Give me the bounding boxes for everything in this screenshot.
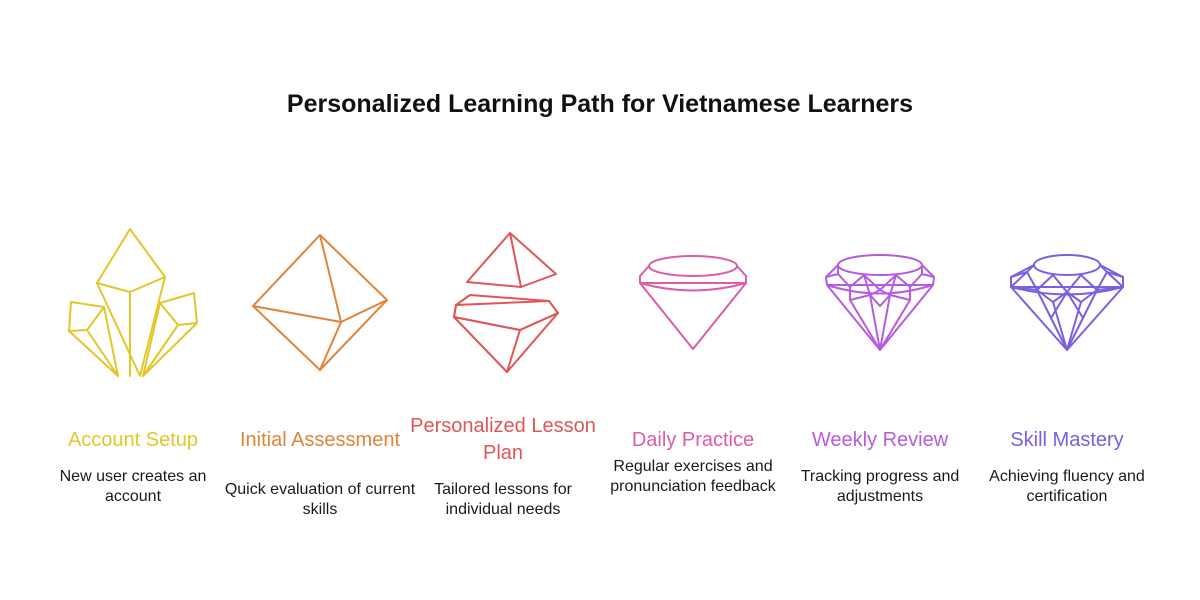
step-label: Personalized Lesson Plan (410, 415, 596, 464)
step-account-setup: Account Setup New user creates an accoun… (33, 200, 233, 540)
step-label: Skill Mastery (1010, 428, 1124, 451)
raw-gem-icon (252, 234, 388, 371)
faceted-gem-icon (825, 254, 935, 351)
step-description: Tracking progress and adjustments (800, 468, 960, 505)
step-description: Tailored lessons for individual needs (434, 481, 572, 518)
step-personalized-lesson-plan: Personalized Lesson Plan Tailored lesson… (403, 200, 603, 540)
brilliant-diamond-icon (1010, 254, 1124, 351)
step-label: Weekly Review (811, 428, 949, 451)
step-daily-practice: Daily Practice Regular exercises and pro… (593, 200, 793, 540)
simple-cut-gem-icon (639, 255, 747, 350)
step-description: Regular exercises and pronunciation feed… (610, 458, 776, 495)
crystal-cluster-icon (68, 228, 198, 377)
step-description: New user creates an account (59, 468, 207, 505)
step-weekly-review: Weekly Review Tracking progress and adju… (780, 200, 980, 540)
step-description: Quick evaluation of current skills (224, 481, 416, 518)
step-description: Achieving fluency and certification (989, 468, 1145, 505)
step-label: Daily Practice (631, 428, 755, 451)
page-title: Personalized Learning Path for Vietnames… (286, 90, 914, 118)
step-initial-assessment: Initial Assessment Quick evaluation of c… (220, 200, 420, 540)
step-skill-mastery: Skill Mastery Achieving fluency and cert… (967, 200, 1167, 540)
split-gem-icon (453, 232, 559, 373)
step-label: Account Setup (67, 428, 199, 451)
step-label: Initial Assessment (239, 428, 401, 451)
